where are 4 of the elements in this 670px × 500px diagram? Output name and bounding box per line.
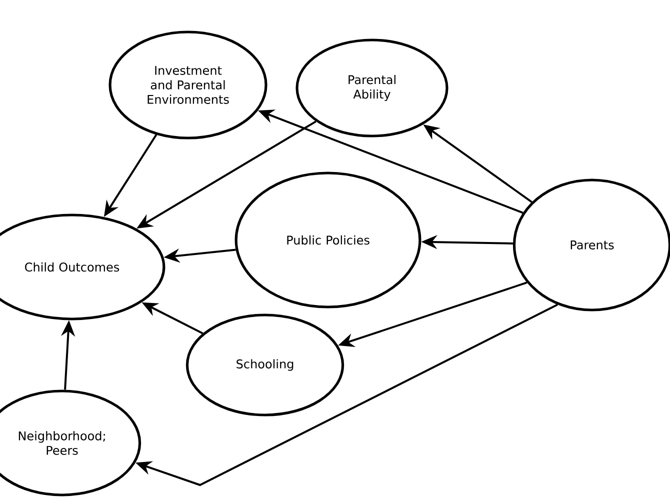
ellipse-node: Parental Ability <box>296 38 448 138</box>
ellipse-node: Public Policies <box>234 172 422 308</box>
ellipse-node: Schooling <box>186 314 344 416</box>
ellipse-node: Investment and Parental Environments <box>108 30 268 140</box>
